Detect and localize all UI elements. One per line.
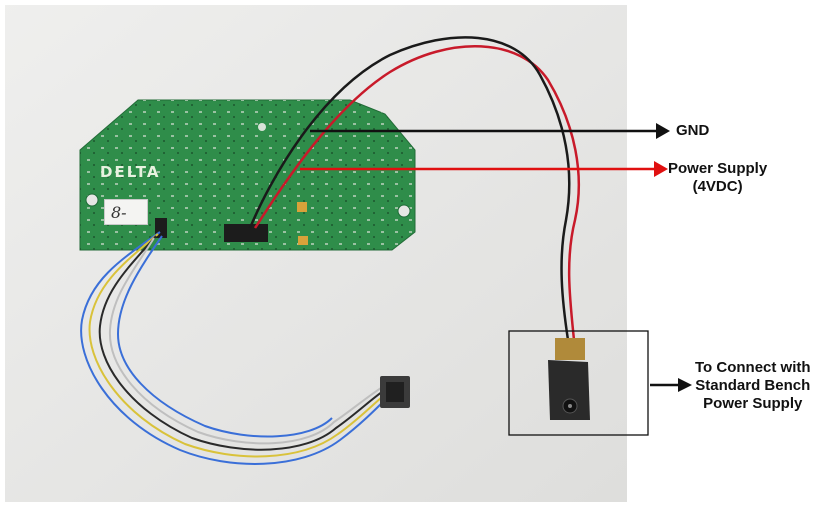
bench-label-line2: Standard Bench — [695, 377, 811, 394]
wire-dark — [98, 235, 387, 451]
bench-label-line1: To Connect with — [695, 359, 811, 376]
gnd-label: GND — [676, 122, 710, 139]
wire-blue — [80, 231, 391, 465]
wire-red-power — [253, 45, 581, 341]
header-connector — [224, 224, 268, 242]
pcb-component-area — [80, 100, 415, 250]
power-arrow-head — [654, 161, 668, 177]
wire-blue-2 — [116, 235, 333, 438]
wire-gray — [108, 237, 385, 445]
bench-supply-label: To Connect with Standard Bench Power Sup… — [695, 359, 811, 413]
mounting-hole — [85, 193, 99, 207]
power-supply-label-line2: (4VDC) — [692, 178, 743, 195]
dc-jack-pin — [568, 404, 572, 408]
wire-yellow — [88, 233, 389, 458]
bench-arrow-head — [678, 378, 692, 392]
power-supply-label: Power Supply (4VDC) — [668, 160, 767, 196]
gnd-arrow-head — [656, 123, 670, 139]
mounting-hole — [397, 204, 411, 218]
wire-black-ground — [248, 36, 571, 341]
capacitor — [298, 236, 308, 245]
board-sticker-tag: 8- — [104, 199, 148, 225]
bench-label-line3: Power Supply — [703, 395, 803, 412]
mounting-hole — [258, 123, 266, 131]
dc-barrel-jack — [548, 360, 590, 420]
jack-highlight-box — [508, 330, 649, 436]
capacitor — [297, 202, 307, 212]
power-supply-label-line1: Power Supply — [668, 160, 768, 177]
photo-shading — [5, 5, 627, 502]
jst-connector-opening — [386, 382, 404, 402]
board-brand-label: DELTA — [100, 163, 161, 181]
jack-solder-lugs — [555, 338, 585, 360]
